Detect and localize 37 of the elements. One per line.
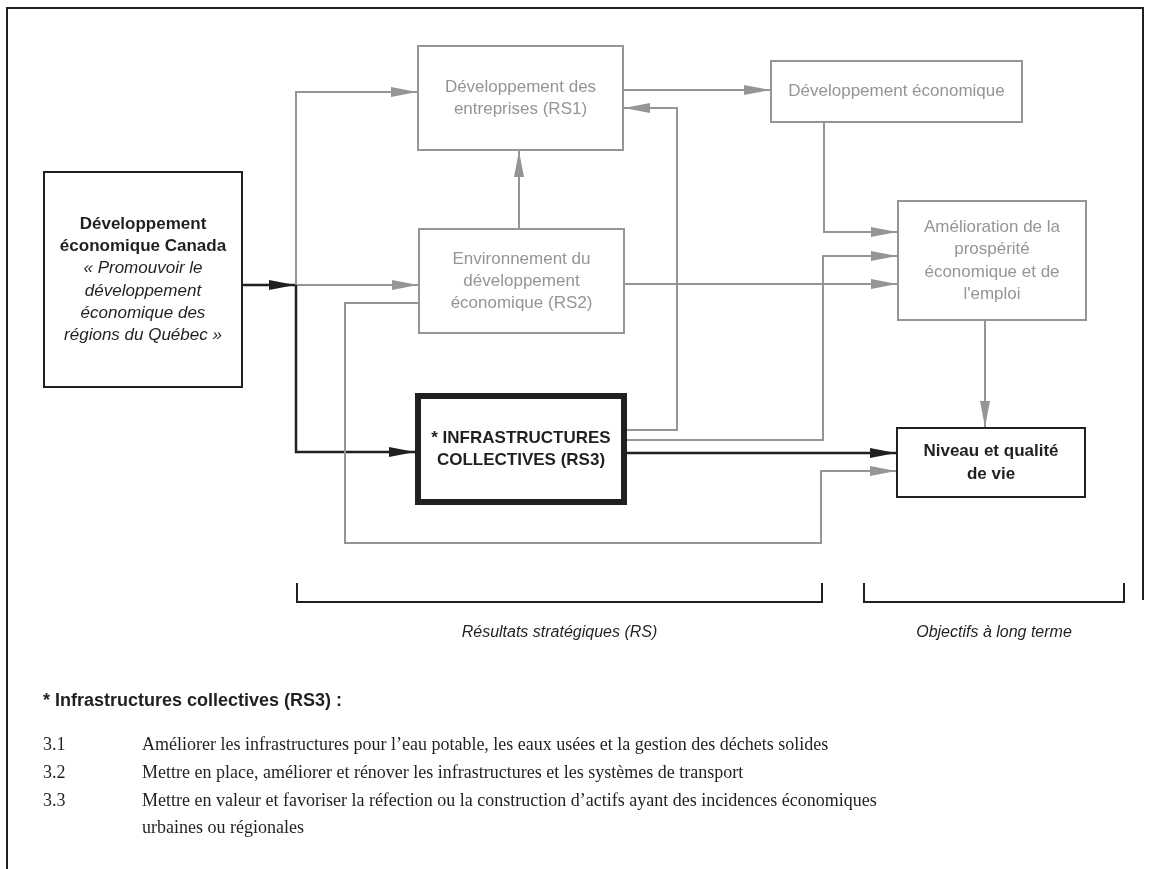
highlighted-box	[415, 393, 627, 505]
box-label: Développement économique Canada	[58, 213, 228, 258]
arrow	[624, 279, 898, 289]
arrow	[344, 302, 897, 544]
arrow	[623, 103, 678, 431]
box-label: Développement économique	[787, 80, 1006, 103]
arrow	[514, 150, 524, 229]
process-box	[896, 427, 1086, 498]
process-box	[770, 60, 1023, 123]
process-box	[43, 171, 243, 388]
list-item: Améliorer les infrastructures pour l’eau potable, les eaux usées et la gestion des déchets solides	[142, 733, 830, 756]
arrow	[627, 448, 896, 458]
bracket-caption: Résultats stratégiques (RS)	[460, 622, 659, 642]
process-box	[897, 200, 1087, 321]
arrow	[295, 87, 418, 286]
bracket-caption: Objectifs à long terme	[915, 622, 1073, 642]
arrow	[626, 251, 898, 441]
box-label: Développement des entreprises (RS1)	[443, 75, 598, 120]
box-label: Environnement du développement économique (RS2)	[449, 247, 594, 315]
box-slogan: « Promouvoir le développement économique des régions du Québec »	[63, 257, 223, 346]
list-item: Mettre en valeur et favoriser la réfection ou la construction d’actifs ayant des incidences économiques urbaines ou régionales	[142, 789, 878, 839]
process-box	[417, 45, 624, 151]
box-label: * INFRASTRUCTURES COLLECTIVES (RS3)	[430, 426, 612, 471]
process-box	[418, 228, 625, 334]
box-label: Amélioration de la prospérité économique et de l'emploi	[922, 216, 1062, 305]
list-number: 3.3	[43, 789, 67, 812]
list-number: 3.2	[43, 761, 67, 784]
arrow	[980, 320, 990, 428]
section-heading: * Infrastructures collectives (RS3) :	[43, 689, 344, 712]
list-number: 3.1	[43, 733, 67, 756]
arrow	[294, 285, 415, 457]
arrow	[823, 122, 898, 237]
arrow	[295, 280, 419, 290]
box-label: Niveau et qualité de vie	[922, 440, 1060, 485]
list-item: Mettre en place, améliorer et rénover les infrastructures et les systèmes de transport	[142, 761, 745, 784]
arrow	[623, 85, 771, 95]
arrow	[243, 280, 295, 290]
